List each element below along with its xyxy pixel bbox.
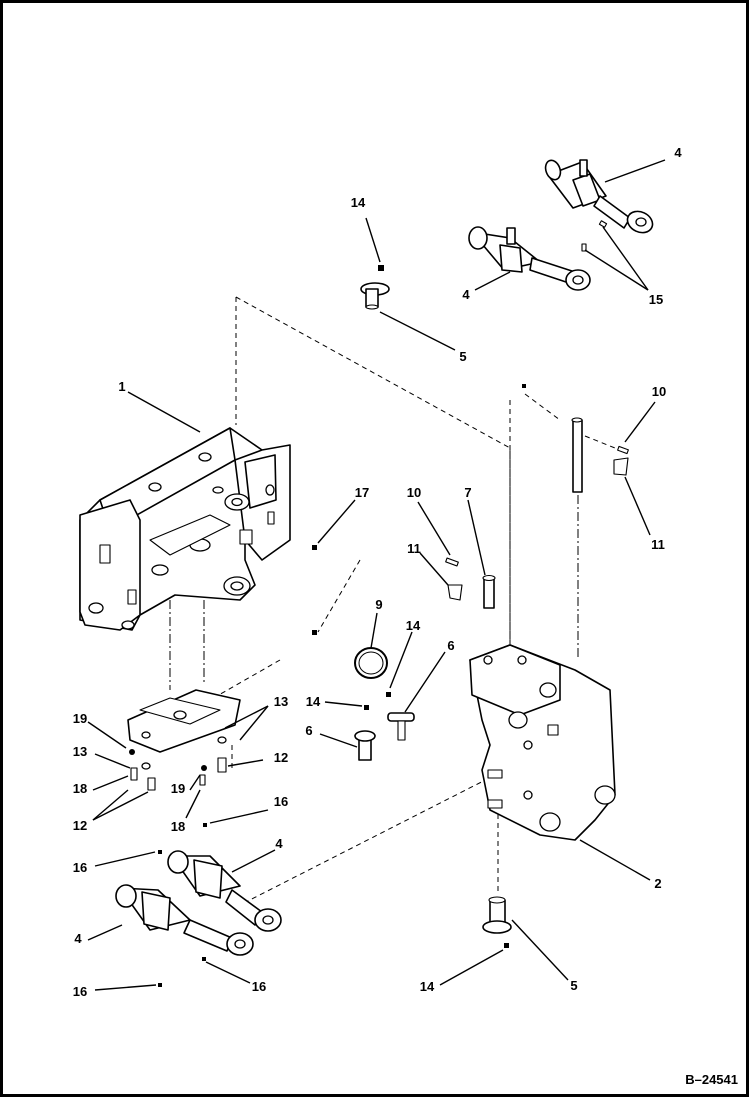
adapter-plate <box>127 689 241 753</box>
callout-10: 10 <box>407 485 421 500</box>
callout-6: 6 <box>305 723 312 738</box>
pin-bottom <box>482 896 512 948</box>
callout-19: 19 <box>73 711 87 726</box>
snap-ring-9 <box>354 647 388 679</box>
callout-5: 5 <box>570 978 577 993</box>
callout-12: 12 <box>274 750 288 765</box>
callout-16: 16 <box>274 794 288 809</box>
long-pin-right <box>522 384 629 493</box>
callout-10: 10 <box>652 384 666 399</box>
callout-18: 18 <box>73 781 87 796</box>
callout-6: 6 <box>447 638 454 653</box>
callout-19: 19 <box>171 781 185 796</box>
callout-11: 11 <box>651 537 665 552</box>
callout-13: 13 <box>274 694 288 709</box>
cylinder-low-left <box>115 884 254 956</box>
cylinder-top-right <box>544 159 654 234</box>
bolt-set-left <box>129 736 227 987</box>
callout-4: 4 <box>275 836 283 851</box>
callout-14: 14 <box>420 979 435 994</box>
callout-16: 16 <box>73 984 87 999</box>
callout-5: 5 <box>459 349 466 364</box>
callout-13: 13 <box>73 744 87 759</box>
callout-9: 9 <box>375 597 382 612</box>
pins-6 <box>354 692 415 761</box>
callout-14: 14 <box>351 195 366 210</box>
bolts-17 <box>312 545 317 635</box>
cylinder-mid <box>468 226 591 291</box>
callout-14: 14 <box>306 694 321 709</box>
callout-4: 4 <box>674 145 682 160</box>
pin-top <box>360 265 390 310</box>
callout-12: 12 <box>73 818 87 833</box>
callout-4: 4 <box>462 287 470 302</box>
callout-2: 2 <box>654 876 661 891</box>
coupler <box>469 644 616 841</box>
callout-16: 16 <box>73 860 87 875</box>
callout-18: 18 <box>171 819 185 834</box>
callout-7: 7 <box>464 485 471 500</box>
callout-11: 11 <box>407 541 421 556</box>
small-parts-center <box>445 557 496 609</box>
callout-15: 15 <box>649 292 663 307</box>
cylinder-low-right <box>167 850 282 932</box>
callout-17: 17 <box>355 485 369 500</box>
callout-1: 1 <box>118 379 125 394</box>
callout-16: 16 <box>252 979 266 994</box>
callout-14: 14 <box>406 618 421 633</box>
callout-labels: 4 14 4 15 5 1 10 11 17 10 7 11 9 14 6 14… <box>73 145 683 999</box>
figure-id: B–24541 <box>685 1072 738 1087</box>
bolts-15 <box>581 220 608 252</box>
callout-4: 4 <box>74 931 82 946</box>
leader-lines <box>87 159 666 991</box>
mount-bracket <box>79 427 291 631</box>
